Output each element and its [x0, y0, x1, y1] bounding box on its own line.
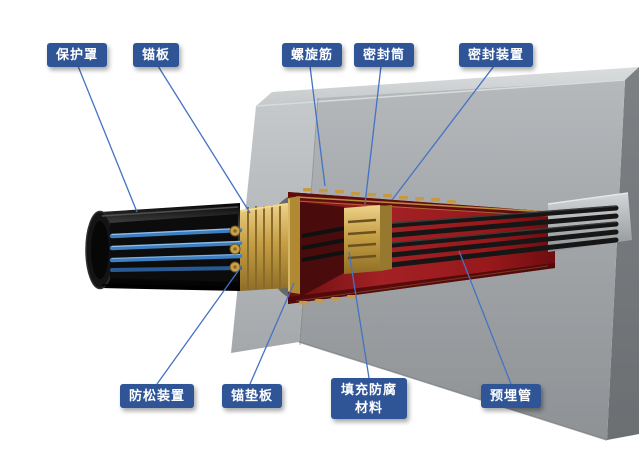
spiral-rebar: [299, 188, 456, 305]
strands-in-cover: [109, 227, 243, 272]
label-anti-loosening-device: 防松装置: [120, 384, 195, 408]
leader-anti-loosening-device: [156, 266, 242, 385]
leader-sealing-device: [391, 65, 495, 201]
label-anchor-bearing-plate: 锚垫板: [222, 384, 283, 408]
label-protective-cover: 保护罩: [47, 43, 108, 67]
sealing-device: [380, 205, 392, 271]
leader-anchor-bearing-plate: [249, 282, 295, 385]
label-anticorrosion-fill: 填充防腐材料: [331, 378, 407, 420]
leader-sealing-cylinder: [364, 65, 382, 205]
anchor-plate: [240, 203, 288, 291]
protective-cover: [85, 203, 243, 291]
leader-anchor-plate: [157, 65, 251, 214]
tendon-strands: [379, 205, 619, 269]
label-spiral-rebar: 螺旋筋: [282, 43, 343, 67]
leader-spiral-rebar: [309, 65, 326, 187]
leader-protective-cover: [77, 65, 138, 213]
label-anchor-plate: 锚板: [133, 43, 180, 67]
label-sealing-device: 密封装置: [459, 43, 534, 67]
anchor-bearing-plate: [288, 196, 300, 294]
sealing-cylinder: [344, 205, 380, 274]
label-embedded-pipe: 预埋管: [481, 384, 542, 408]
leader-anticorrosion-fill: [348, 251, 370, 379]
anti-loosening-device: [229, 225, 241, 273]
leader-embedded-pipe: [458, 250, 512, 385]
label-sealing-cylinder: 密封筒: [354, 43, 415, 67]
leader-lines: [77, 65, 512, 385]
